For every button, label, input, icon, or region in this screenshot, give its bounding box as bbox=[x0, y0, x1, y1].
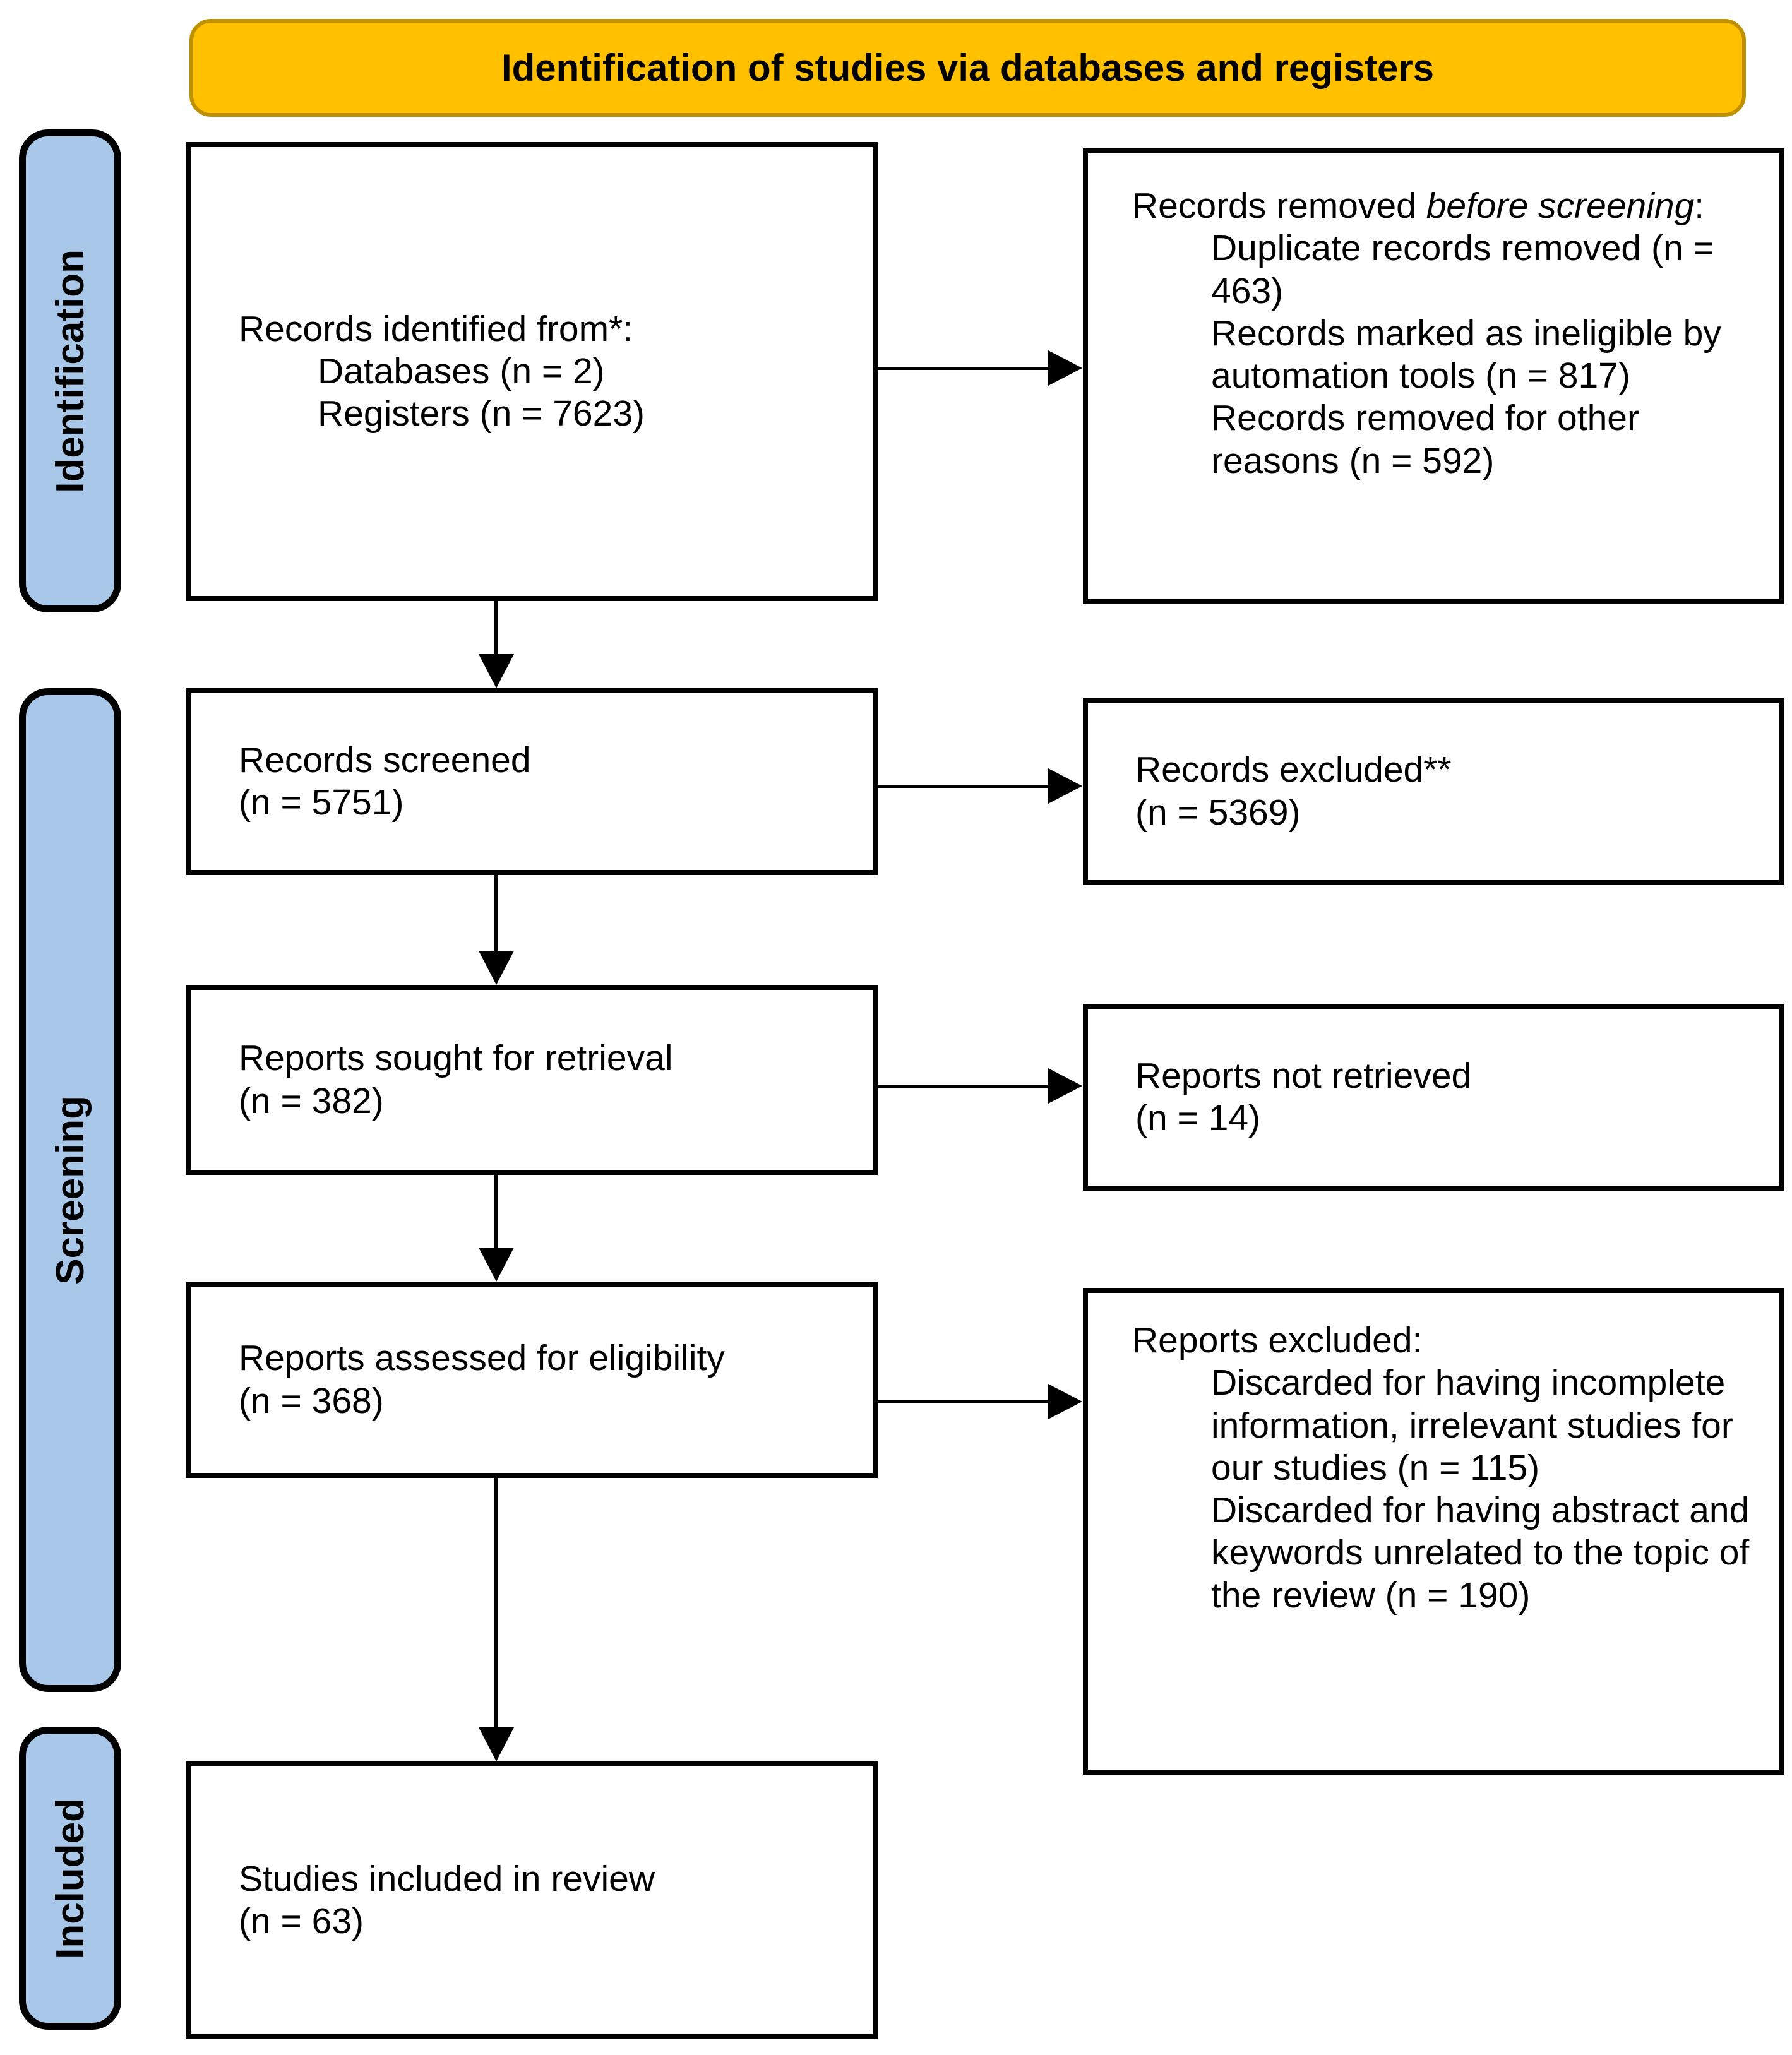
arrow-line-sought-to-assessed bbox=[494, 1174, 498, 1248]
stage-bar-screening: Screening bbox=[19, 688, 121, 1692]
records-removed-heading-prefix: Records removed bbox=[1132, 186, 1426, 226]
arrowhead-right-removed bbox=[1048, 350, 1082, 386]
records-screened-count: (n = 5751) bbox=[239, 782, 404, 823]
arrow-line-screened-to-sought bbox=[494, 874, 498, 951]
records-identified-registers: Registers (n = 7623) bbox=[318, 393, 645, 434]
box-reports-sought: Reports sought for retrieval (n = 382) bbox=[186, 985, 878, 1175]
arrowhead-down-assessed bbox=[479, 1248, 514, 1282]
box-records-removed-before-screening: Records removed before screening: Duplic… bbox=[1083, 148, 1784, 604]
arrowhead-down-sought bbox=[479, 951, 514, 985]
stage-label-included: Included bbox=[48, 1797, 92, 1959]
stage-bar-identification: Identification bbox=[19, 129, 121, 612]
stage-bar-included: Included bbox=[19, 1727, 121, 2030]
box-reports-excluded: Reports excluded: Discarded for having i… bbox=[1083, 1288, 1784, 1775]
box-reports-not-retrieved: Reports not retrieved (n = 14) bbox=[1083, 1004, 1784, 1191]
arrowhead-right-not-retrieved bbox=[1048, 1068, 1082, 1104]
stage-label-screening: Screening bbox=[48, 1095, 92, 1285]
reports-not-retrieved-count: (n = 14) bbox=[1135, 1098, 1261, 1138]
studies-included-count: (n = 63) bbox=[239, 1901, 364, 1941]
arrow-line-screened-to-excluded bbox=[878, 785, 1049, 788]
records-excluded-count: (n = 5369) bbox=[1135, 792, 1301, 833]
reports-not-retrieved-label: Reports not retrieved bbox=[1135, 1055, 1472, 1096]
arrow-line-assessed-to-included bbox=[494, 1477, 498, 1728]
records-removed-duplicates: Duplicate records removed (n = 463) bbox=[1211, 228, 1714, 311]
records-removed-other: Records removed for other reasons (n = 5… bbox=[1211, 398, 1639, 481]
reports-assessed-count: (n = 368) bbox=[239, 1380, 384, 1421]
arrowhead-down-included bbox=[479, 1727, 514, 1761]
arrowhead-right-excluded bbox=[1048, 768, 1082, 804]
records-excluded-label: Records excluded** bbox=[1135, 749, 1452, 790]
box-studies-included: Studies included in review (n = 63) bbox=[186, 1761, 878, 2039]
reports-excluded-heading: Reports excluded: bbox=[1132, 1320, 1423, 1361]
records-identified-databases: Databases (n = 2) bbox=[318, 350, 605, 391]
reports-sought-label: Reports sought for retrieval bbox=[239, 1038, 673, 1079]
records-removed-heading: Records removed before screening: bbox=[1132, 185, 1757, 227]
arrowhead-down-screened bbox=[479, 654, 514, 688]
records-removed-automation: Records marked as ineligible by automati… bbox=[1211, 313, 1721, 396]
box-records-identified: Records identified from*: Databases (n =… bbox=[186, 142, 878, 601]
box-reports-assessed: Reports assessed for eligibility (n = 36… bbox=[186, 1282, 878, 1478]
reports-excluded-incomplete: Discarded for having incomplete informat… bbox=[1211, 1362, 1733, 1488]
reports-excluded-unrelated: Discarded for having abstract and keywor… bbox=[1211, 1490, 1750, 1616]
records-screened-label: Records screened bbox=[239, 739, 531, 780]
arrow-line-identified-to-removed bbox=[878, 367, 1049, 370]
studies-included-label: Studies included in review bbox=[239, 1858, 655, 1899]
arrow-line-sought-to-not-retrieved bbox=[878, 1085, 1049, 1088]
reports-assessed-label: Reports assessed for eligibility bbox=[239, 1338, 725, 1379]
arrow-line-identified-to-screened bbox=[494, 600, 498, 657]
box-records-excluded: Records excluded** (n = 5369) bbox=[1083, 698, 1784, 885]
banner-title: Identification of studies via databases … bbox=[501, 47, 1435, 89]
records-removed-heading-italic: before screening bbox=[1426, 186, 1695, 226]
arrowhead-right-reports-excluded bbox=[1048, 1384, 1082, 1419]
box-records-screened: Records screened (n = 5751) bbox=[186, 688, 878, 875]
records-identified-heading: Records identified from*: bbox=[239, 308, 633, 349]
records-removed-heading-suffix: : bbox=[1694, 186, 1705, 226]
stage-label-identification: Identification bbox=[48, 249, 92, 493]
reports-sought-count: (n = 382) bbox=[239, 1080, 384, 1121]
banner-identification-via-databases: Identification of studies via databases … bbox=[189, 19, 1746, 117]
arrow-line-assessed-to-reports-excluded bbox=[878, 1400, 1049, 1403]
